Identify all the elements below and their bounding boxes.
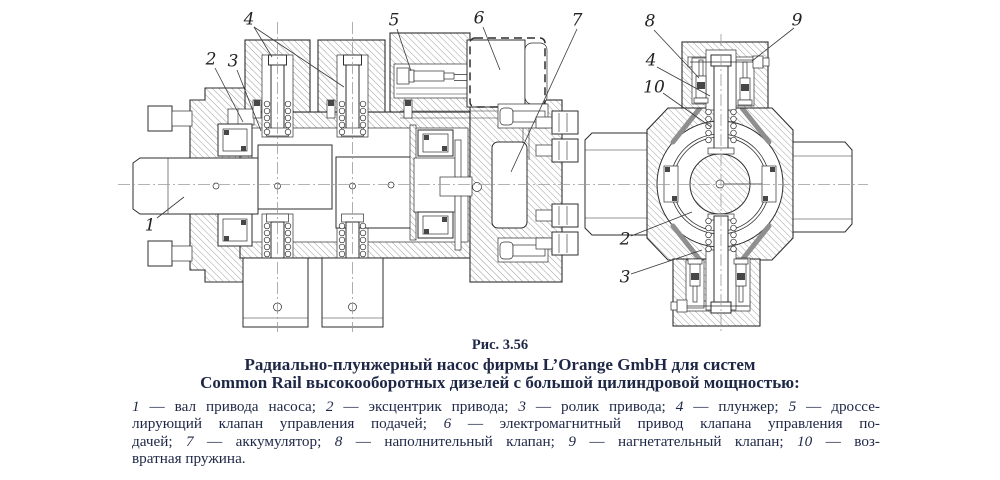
callout-leader-line xyxy=(662,92,712,128)
mid-roller-bearing-top xyxy=(417,129,454,157)
callout-leader-line xyxy=(396,28,412,72)
callout-leader-line xyxy=(630,249,703,275)
callout-label-2: 2 xyxy=(619,230,631,250)
callout-label-1: 1 xyxy=(145,216,156,236)
end-cap-bolts xyxy=(497,103,579,263)
callout-label-2: 2 xyxy=(205,50,217,70)
deck-valves xyxy=(252,99,413,119)
figure-legend: 1 — вал привода насоса; 2 — эксцентрик п… xyxy=(132,398,880,467)
callout-label-9: 9 xyxy=(792,11,803,31)
callout-leader-line xyxy=(156,196,185,219)
legend-line: вратная пружина. xyxy=(132,449,246,467)
figure-title-line1: Радиально-плунжерный насос фирмы L’Orang… xyxy=(244,355,756,374)
longitudinal-section-view xyxy=(132,32,579,328)
flange-bolts xyxy=(147,105,193,267)
callout-leader-line xyxy=(236,69,262,132)
callout-leader-line xyxy=(214,67,244,123)
callout-label-3: 3 xyxy=(620,268,631,288)
callout-leader-line xyxy=(510,28,578,173)
coupling-left xyxy=(584,132,648,236)
drive-roller-bearing-top xyxy=(217,123,253,157)
legend-line: дачей; 7 — аккумулятор; 8 — наполнительн… xyxy=(132,432,880,450)
accumulator-cavity xyxy=(491,141,528,229)
figure-caption: Рис. 3.56 Радиально-плунжерный насос фир… xyxy=(0,337,1000,467)
figure-title-line2: Common Rail высокооборотных дизелей с бо… xyxy=(200,372,800,392)
hex-plug-right xyxy=(792,141,853,233)
callout-leader-line xyxy=(653,29,700,79)
drive-shaft xyxy=(132,157,259,215)
roller-shoe-left xyxy=(663,165,679,203)
bottom-cover-1 xyxy=(242,257,309,328)
legend-line: лирующий клапан управления подачей; 6 — … xyxy=(132,415,880,433)
figure-number: Рис. 3.56 xyxy=(471,337,529,353)
callout-label-8: 8 xyxy=(645,12,656,32)
callout-label-3: 3 xyxy=(228,52,239,72)
callout-leader-line xyxy=(482,26,501,71)
seal-plug xyxy=(227,108,255,126)
callout-label-7: 7 xyxy=(572,11,583,31)
corner-pins xyxy=(670,105,772,263)
callout-leader-line xyxy=(656,66,711,97)
callout-leader-line xyxy=(630,211,693,237)
callout-leader-line xyxy=(253,26,273,58)
callout-label-10: 10 xyxy=(643,78,665,98)
throttle-valve xyxy=(393,63,524,99)
legend-line: 1 — вал привода насоса; 2 — эксцентрик п… xyxy=(132,398,880,415)
callout-leader-line xyxy=(253,26,345,88)
center-lines xyxy=(118,22,868,332)
drive-roller-bearing-bottom xyxy=(217,213,253,247)
solenoid-actuator xyxy=(466,37,548,108)
callout-label-4: 4 xyxy=(243,10,255,30)
eccentric-cam-1 xyxy=(257,144,333,210)
cross-section-view xyxy=(584,41,853,327)
roller-shoe-right xyxy=(761,165,777,203)
callout-label-5: 5 xyxy=(389,11,400,31)
callout-label-4: 4 xyxy=(645,51,657,71)
callout-leader-line xyxy=(751,27,795,62)
mid-roller-bearing-bottom xyxy=(417,211,454,239)
callout-label-6: 6 xyxy=(474,9,485,29)
